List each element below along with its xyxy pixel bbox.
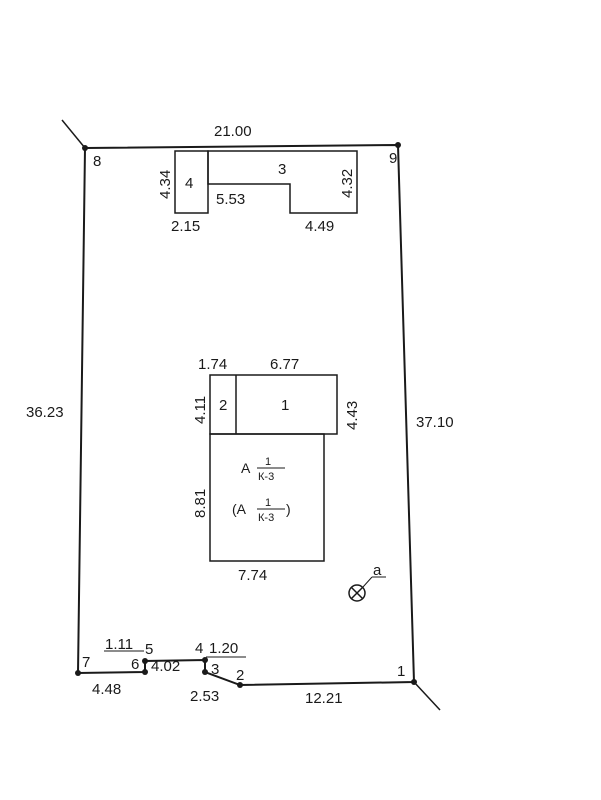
- watermark: sadres для baraholka.onliner.by: [360, 770, 530, 782]
- point-label-6: 6: [131, 656, 139, 673]
- point-marker-4: [202, 657, 208, 663]
- dim-bottom-left: 4.48: [92, 681, 121, 698]
- marker-leader: [362, 576, 373, 588]
- point-marker-7: [75, 670, 81, 676]
- dim-top-height: 4.11: [192, 396, 209, 424]
- dim-room4-width: 2.15: [171, 218, 200, 235]
- plot-boundary: [76, 143, 416, 687]
- dim-step-c: 1.20: [209, 640, 238, 657]
- corner-tick-1: [413, 681, 441, 711]
- marker-circle-icon: [348, 584, 366, 602]
- dim-step-a: 1.11: [105, 636, 133, 653]
- room-2-label: 2: [219, 397, 227, 414]
- point-label-8: 8: [93, 153, 101, 170]
- outbuilding-4: [174, 150, 209, 214]
- outbuilding-group: [174, 150, 358, 214]
- dim-room3-height: 4.32: [339, 169, 356, 198]
- dim-right-height: 4.43: [344, 401, 361, 430]
- dim-right: 37.10: [416, 414, 454, 431]
- point-label-3: 3: [211, 661, 219, 678]
- dim-bottom-right: 12.21: [305, 690, 343, 707]
- building-label-2: (А 1 К-3 ): [232, 497, 291, 524]
- label2-prefix: (А: [232, 501, 247, 517]
- point-label-9: 9: [389, 150, 397, 167]
- point-label-5: 5: [145, 641, 153, 658]
- point-marker-6: [142, 669, 148, 675]
- point-marker-9: [395, 142, 401, 148]
- marker-label: а: [373, 562, 382, 579]
- room-4-label: 4: [185, 175, 193, 192]
- dim-room1-width: 6.77: [270, 356, 299, 373]
- dim-room3-width: 4.49: [305, 218, 334, 235]
- label2-denominator: К-3: [258, 512, 274, 524]
- dim-room2-width: 1.74: [198, 356, 227, 373]
- point-label-7: 7: [82, 654, 90, 671]
- label1-numerator: 1: [265, 456, 271, 468]
- point-marker-3: [202, 669, 208, 675]
- building-label-1: А 1 К-3: [241, 456, 285, 483]
- house-top-block: [209, 374, 338, 435]
- house-main-block: [209, 433, 325, 562]
- house-group: [209, 374, 338, 562]
- room-1-label: 1: [281, 397, 289, 414]
- label2-numerator: 1: [265, 497, 271, 509]
- dim-main-height: 8.81: [192, 489, 209, 518]
- point-marker-1: [411, 679, 417, 685]
- label1-prefix: А: [241, 460, 251, 476]
- marker-a: а: [348, 562, 386, 602]
- point-marker-8: [82, 145, 88, 151]
- point-marker-5: [142, 658, 148, 664]
- label1-denominator: К-3: [258, 471, 274, 483]
- dim-step-d: 2.53: [190, 688, 219, 705]
- boundary-points: [75, 142, 417, 688]
- marker-cross-line-2: [350, 586, 364, 600]
- point-label-4: 4: [195, 640, 203, 657]
- dim-left: 36.23: [26, 404, 64, 421]
- dim-room4-height: 4.34: [157, 170, 174, 199]
- point-marker-2: [237, 682, 243, 688]
- label2-suffix: ): [286, 501, 291, 517]
- dim-room3-inner: 5.53: [216, 191, 245, 208]
- point-label-1: 1: [397, 663, 405, 680]
- room-3-label: 3: [278, 161, 286, 178]
- point-label-2: 2: [236, 667, 244, 684]
- corner-tick-8: [61, 119, 86, 149]
- dim-main-width: 7.74: [238, 567, 267, 584]
- dim-step-b: 4.02: [151, 658, 180, 675]
- dim-top: 21.00: [214, 123, 252, 140]
